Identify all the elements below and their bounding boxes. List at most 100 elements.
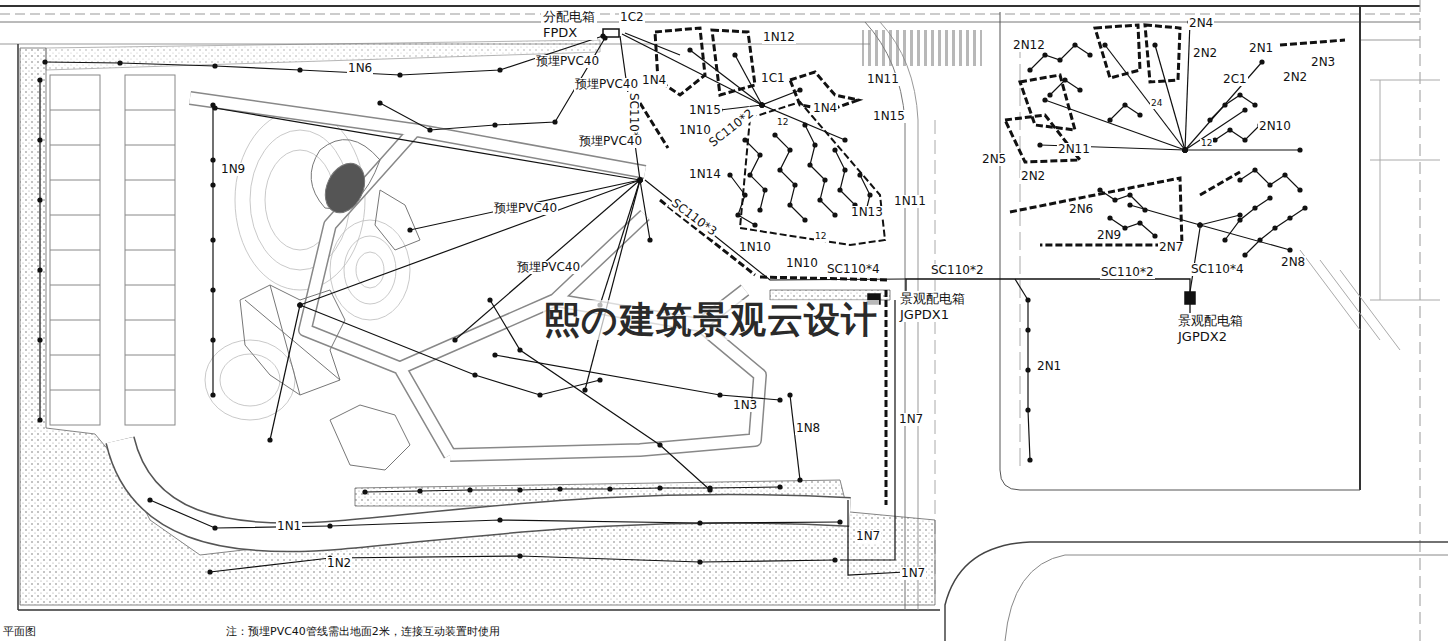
site-frame bbox=[1360, 40, 1420, 41]
lighting-wire bbox=[1110, 105, 1140, 120]
circuit-label: 2N2 bbox=[1192, 47, 1218, 60]
feeder-conduit bbox=[622, 34, 762, 105]
planting-bed bbox=[1010, 178, 1182, 245]
lighting-wire bbox=[640, 180, 650, 240]
feeder-conduit bbox=[848, 500, 905, 575]
distribution-box bbox=[603, 29, 619, 37]
lighting-wire bbox=[380, 38, 605, 130]
feeder-conduit bbox=[625, 33, 680, 55]
site-frame bbox=[1370, 80, 1440, 300]
parking bbox=[50, 75, 175, 425]
note-text: 平面图 bbox=[2, 626, 37, 638]
circuit-label: 24 bbox=[1150, 99, 1163, 109]
site-frame bbox=[1359, 6, 1361, 490]
lighting-wire bbox=[212, 105, 213, 395]
box-label: 景观配电箱 bbox=[1178, 313, 1243, 329]
parking bbox=[50, 110, 100, 390]
parking bbox=[125, 75, 175, 425]
circuit-label: 1N7 bbox=[855, 530, 881, 543]
contour bbox=[205, 340, 295, 420]
planting-bed bbox=[1200, 172, 1240, 195]
crosswalk bbox=[862, 30, 982, 66]
feeder-conduit bbox=[645, 180, 906, 280]
leaf-sculpture bbox=[375, 190, 420, 250]
lighting-wire bbox=[1100, 190, 1145, 210]
circuit-label: 1N3 bbox=[732, 399, 758, 412]
lighting-wire bbox=[45, 36, 603, 75]
feeder-conduit bbox=[620, 36, 640, 180]
circuit-label: 1N7 bbox=[900, 567, 926, 580]
lighting-wire bbox=[40, 22, 1305, 572]
circuit-label: 预埋PVC40 bbox=[493, 202, 558, 215]
lighting-wire bbox=[300, 180, 640, 305]
circuit-label: 2N1 bbox=[1036, 360, 1062, 373]
lighting-wire bbox=[1245, 208, 1305, 255]
lighting-wire bbox=[1210, 95, 1255, 120]
lighting-wire bbox=[215, 108, 640, 180]
planting-bed bbox=[1145, 25, 1180, 82]
lighting-wire bbox=[365, 487, 780, 492]
panel-box: 景观配电箱JGPDX2 bbox=[1176, 313, 1245, 344]
site-frame bbox=[945, 542, 1448, 641]
site-frame bbox=[1005, 555, 1448, 641]
lighting-wire bbox=[1240, 170, 1300, 190]
lighting-wire bbox=[805, 125, 835, 215]
circuit-label: 2N2 bbox=[1282, 71, 1308, 84]
panel-box: 景观配电箱JGPDX1 bbox=[898, 291, 967, 322]
contour bbox=[330, 220, 410, 320]
box-label: 景观配电箱 bbox=[900, 291, 965, 307]
planting-bed bbox=[712, 30, 755, 95]
circuit-label: SC110*4 bbox=[1190, 263, 1245, 276]
site-frame bbox=[17, 44, 19, 610]
circuit-label: 1N2 bbox=[326, 557, 352, 570]
circuit-label: 预埋PVC40 bbox=[574, 78, 639, 91]
circuit-label: 1N13 bbox=[850, 206, 884, 219]
circuit-label: 2N10 bbox=[1258, 120, 1292, 133]
circuit-label: 2N9 bbox=[1096, 229, 1122, 242]
site-frame bbox=[1020, 40, 1021, 470]
lighting-wire bbox=[835, 150, 855, 205]
lighting-wire bbox=[790, 395, 800, 480]
feeder-conduit bbox=[1190, 228, 1200, 292]
circuit-label: SC110*2 bbox=[1100, 266, 1155, 279]
planting-bed bbox=[1095, 25, 1140, 78]
watermark: 熙の建筑景观云设计 bbox=[543, 300, 879, 340]
lighting-wire bbox=[690, 50, 762, 105]
circuit-label: 1N11 bbox=[893, 195, 927, 208]
circuit-label: 1N7 bbox=[898, 413, 924, 426]
circuit-label: 2N3 bbox=[1310, 56, 1336, 69]
circuit-label: 1N10 bbox=[678, 124, 712, 137]
site-frame bbox=[0, 5, 1420, 7]
planting-area bbox=[20, 48, 935, 605]
circuit-label: 预埋PVC40 bbox=[516, 261, 581, 274]
circuit-label: 1N4 bbox=[812, 102, 838, 115]
lighting-wire bbox=[730, 175, 755, 225]
lighting-wire bbox=[1050, 80, 1080, 95]
lighting-wire bbox=[762, 90, 800, 105]
lighting-wire bbox=[1215, 125, 1260, 140]
circuit-label: 2N11 bbox=[1057, 143, 1091, 156]
feeder-conduit bbox=[1015, 279, 1028, 300]
circuit-label: 12 bbox=[1200, 139, 1213, 149]
lighting-wire bbox=[39, 80, 40, 420]
circuit-label: 1N10 bbox=[785, 257, 819, 270]
distribution-box bbox=[603, 29, 1195, 304]
circuit-label: 2N4 bbox=[1188, 17, 1214, 30]
box-label: FPDX bbox=[543, 25, 595, 41]
lighting-wire bbox=[150, 500, 840, 528]
lighting-wire bbox=[1225, 198, 1270, 240]
site-frame bbox=[0, 14, 1420, 15]
planting-bed bbox=[1020, 75, 1075, 130]
planting-bed bbox=[640, 103, 668, 148]
lighting-wire bbox=[745, 140, 765, 210]
leaf-sculpture bbox=[330, 405, 410, 470]
lighting-wire bbox=[270, 305, 300, 440]
site-frame bbox=[18, 609, 940, 611]
parking bbox=[125, 110, 175, 390]
planting-bed bbox=[885, 290, 888, 505]
circuit-label: SC110*3 bbox=[668, 196, 719, 239]
circuit-label: 1N9 bbox=[220, 163, 246, 176]
box-label: JGPDX2 bbox=[1178, 329, 1243, 345]
circuit-label: 1N11 bbox=[866, 73, 900, 86]
